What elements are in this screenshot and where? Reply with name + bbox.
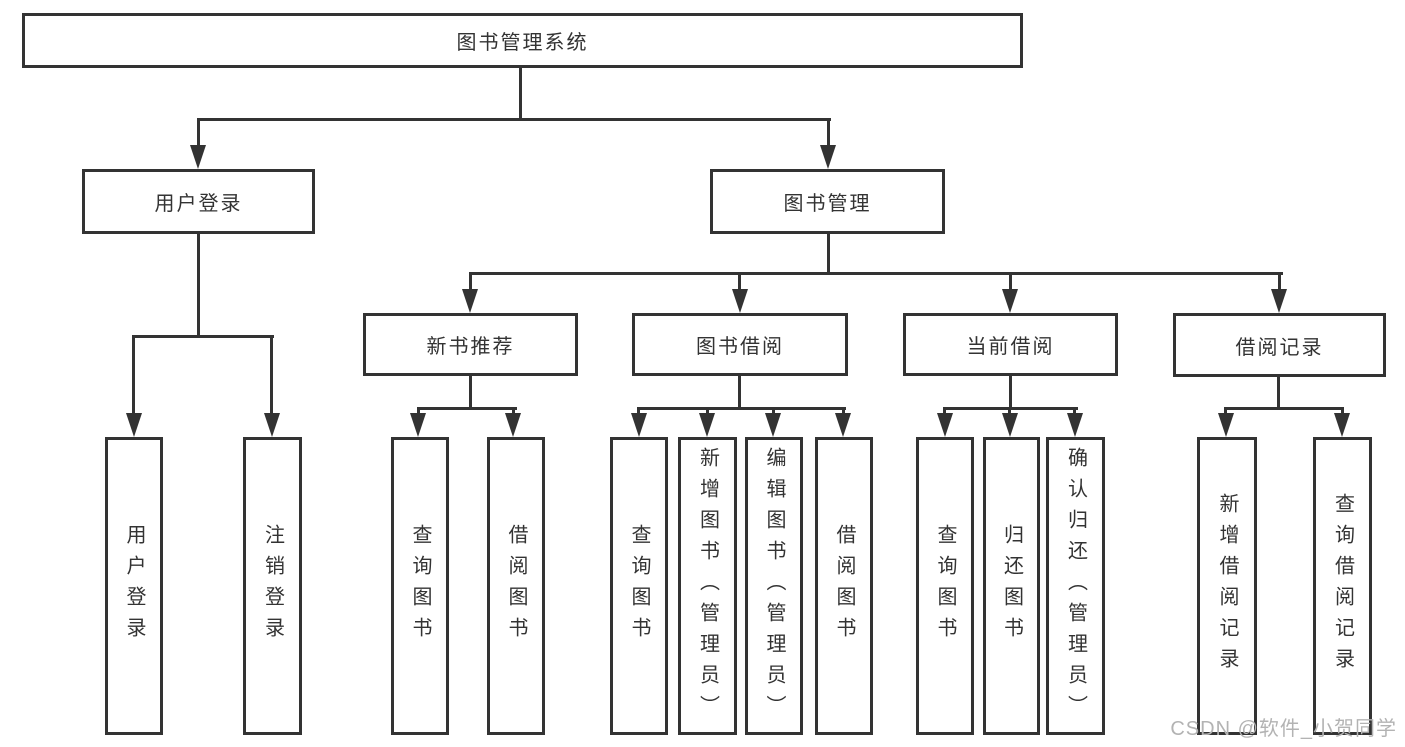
connector-line [637,410,640,415]
connector-line [706,410,709,415]
connector-line [772,410,775,415]
connector-line [469,272,1283,275]
connector-line [1008,410,1011,415]
connector-line [738,275,741,290]
connector-line [197,121,200,147]
leaf-borrow-book-2-label: 借阅图书 [833,524,855,648]
leaf-borrow-book-1-label: 借阅图书 [505,524,527,648]
leaf-user-login: 用户登录 [105,437,163,735]
node-book-mgmt: 图书管理 [710,169,945,234]
leaf-borrow-book-2: 借阅图书 [815,437,873,735]
connector-line [519,68,522,121]
connector-line [1277,377,1280,410]
leaf-add-book-label: 新增图书（管理员） [696,446,719,726]
node-new-book-rec: 新书推荐 [363,313,578,376]
node-current-borrow: 当前借阅 [903,313,1118,376]
leaf-add-record: 新增借阅记录 [1197,437,1257,735]
connector-line [132,338,135,414]
leaf-logout: 注销登录 [243,437,302,735]
arrowhead-down-icon [1218,413,1234,437]
connector-line [827,121,830,147]
connector-line [943,410,946,415]
connector-line [417,407,517,410]
connector-line [1341,410,1344,415]
arrowhead-down-icon [126,413,142,437]
leaf-edit-book: 编辑图书（管理员） [745,437,803,735]
node-book-borrow-label: 图书借阅 [696,336,784,358]
arrowhead-down-icon [1002,289,1018,313]
connector-line [1073,410,1076,415]
connector-line [943,407,1078,410]
arrowhead-down-icon [937,413,953,437]
arrowhead-down-icon [835,413,851,437]
leaf-add-record-label: 新增借阅记录 [1216,493,1238,679]
arrowhead-down-icon [264,413,280,437]
connector-line [469,275,472,290]
leaf-query-book-3: 查询图书 [916,437,974,735]
arrowhead-down-icon [505,413,521,437]
leaf-query-book-1-label: 查询图书 [409,524,431,648]
leaf-query-record: 查询借阅记录 [1313,437,1372,735]
connector-line [469,376,472,409]
arrowhead-down-icon [699,413,715,437]
arrowhead-down-icon [410,413,426,437]
connector-line [1224,410,1227,415]
node-user-login: 用户登录 [82,169,315,234]
leaf-return-book: 归还图书 [983,437,1040,735]
arrowhead-down-icon [820,145,836,169]
leaf-user-login-label: 用户登录 [123,524,145,648]
leaf-edit-book-label: 编辑图书（管理员） [763,446,785,726]
arrowhead-down-icon [732,289,748,313]
leaf-query-book-2-label: 查询图书 [628,524,650,648]
connector-line [738,376,741,409]
node-book-borrow: 图书借阅 [632,313,848,376]
connector-line [197,234,200,338]
arrowhead-down-icon [765,413,781,437]
connector-line [842,410,845,415]
connector-line [1278,275,1281,290]
arrowhead-down-icon [1002,413,1018,437]
node-borrow-records: 借阅记录 [1173,313,1386,377]
node-borrow-records-label: 借阅记录 [1235,336,1324,359]
connector-line [132,335,274,338]
arrowhead-down-icon [462,289,478,313]
node-root: 图书管理系统 [22,13,1023,68]
node-new-book-rec-label: 新书推荐 [426,336,515,358]
node-user-login-label: 用户登录 [154,193,243,215]
connector-line [637,407,846,410]
leaf-add-book: 新增图书（管理员） [678,437,737,735]
leaf-query-book-3-label: 查询图书 [934,524,956,648]
leaf-query-record-label: 查询借阅记录 [1331,493,1354,679]
leaf-logout-label: 注销登录 [261,524,284,648]
arrowhead-down-icon [190,145,206,169]
leaf-confirm-return: 确认归还（管理员） [1046,437,1105,735]
arrowhead-down-icon [1271,289,1287,313]
connector-line [512,410,515,415]
node-current-borrow-label: 当前借阅 [966,336,1055,358]
connector-line [1009,275,1012,290]
arrowhead-down-icon [631,413,647,437]
arrowhead-down-icon [1067,413,1083,437]
arrowhead-down-icon [1334,413,1350,437]
leaf-query-book-2: 查询图书 [610,437,668,735]
connector-line [417,410,420,415]
leaf-return-book-label: 归还图书 [1000,524,1023,648]
connector-line [1224,407,1344,410]
connector-line [197,118,831,121]
leaf-confirm-return-label: 确认归还（管理员） [1064,446,1087,726]
connector-line [1009,376,1012,409]
leaf-query-book-1: 查询图书 [391,437,449,735]
node-root-label: 图书管理系统 [456,32,589,54]
leaf-borrow-book-1: 借阅图书 [487,437,545,735]
connector-line [270,338,273,414]
node-book-mgmt-label: 图书管理 [783,193,872,215]
csdn-watermark: CSDN @软件_小贺同学 [1170,718,1397,740]
connector-line [827,234,830,275]
